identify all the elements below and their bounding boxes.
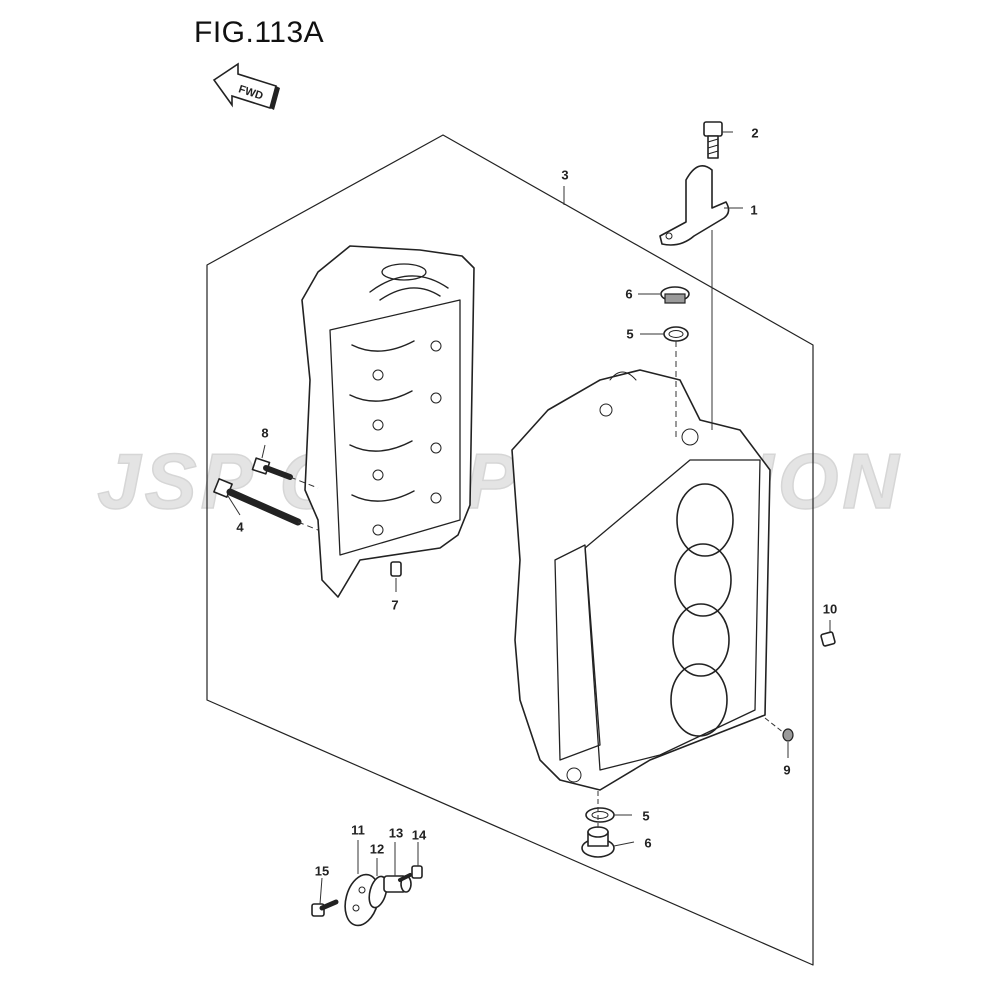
plug-part-6-bottom — [581, 826, 615, 858]
plug-part-9 — [782, 728, 794, 742]
crankcase-half — [301, 245, 475, 598]
bracket-part-1 — [659, 164, 730, 246]
dowel-pin-part-7 — [390, 561, 402, 577]
fwd-arrow-icon: FWD — [212, 62, 280, 110]
plug-part-10 — [820, 631, 836, 647]
bolt-part-4 — [213, 478, 302, 526]
assembly-outline — [206, 134, 814, 966]
callout-3: 3 — [561, 167, 569, 183]
cylinder-block — [511, 369, 771, 791]
callout-5-bottom: 5 — [642, 808, 650, 824]
callout-15: 15 — [314, 863, 330, 879]
callout-1: 1 — [750, 202, 758, 218]
callout-11: 11 — [351, 822, 365, 838]
bolt-part-14 — [398, 865, 423, 882]
gasket-part-12 — [368, 875, 388, 909]
callout-2: 2 — [751, 125, 759, 141]
callout-5-top: 5 — [626, 326, 634, 342]
callout-12: 12 — [369, 841, 385, 857]
callout-7: 7 — [391, 597, 399, 613]
callout-13: 13 — [388, 825, 404, 841]
callout-9: 9 — [783, 762, 791, 778]
callout-10: 10 — [822, 601, 838, 617]
washer-part-5-top — [663, 326, 689, 342]
bolt-part-2 — [703, 121, 723, 159]
bolt-part-15 — [311, 899, 339, 917]
callout-6-top: 6 — [625, 286, 633, 302]
bolt-part-8 — [251, 457, 293, 480]
washer-part-5-bottom — [585, 807, 615, 823]
plug-part-6-top — [660, 286, 690, 304]
figure-title: FIG.113A — [194, 16, 325, 49]
callout-4: 4 — [236, 519, 244, 535]
callout-6-bottom: 6 — [644, 835, 652, 851]
callout-8: 8 — [261, 425, 269, 441]
leader-lines — [227, 131, 831, 905]
callout-14: 14 — [411, 827, 427, 843]
